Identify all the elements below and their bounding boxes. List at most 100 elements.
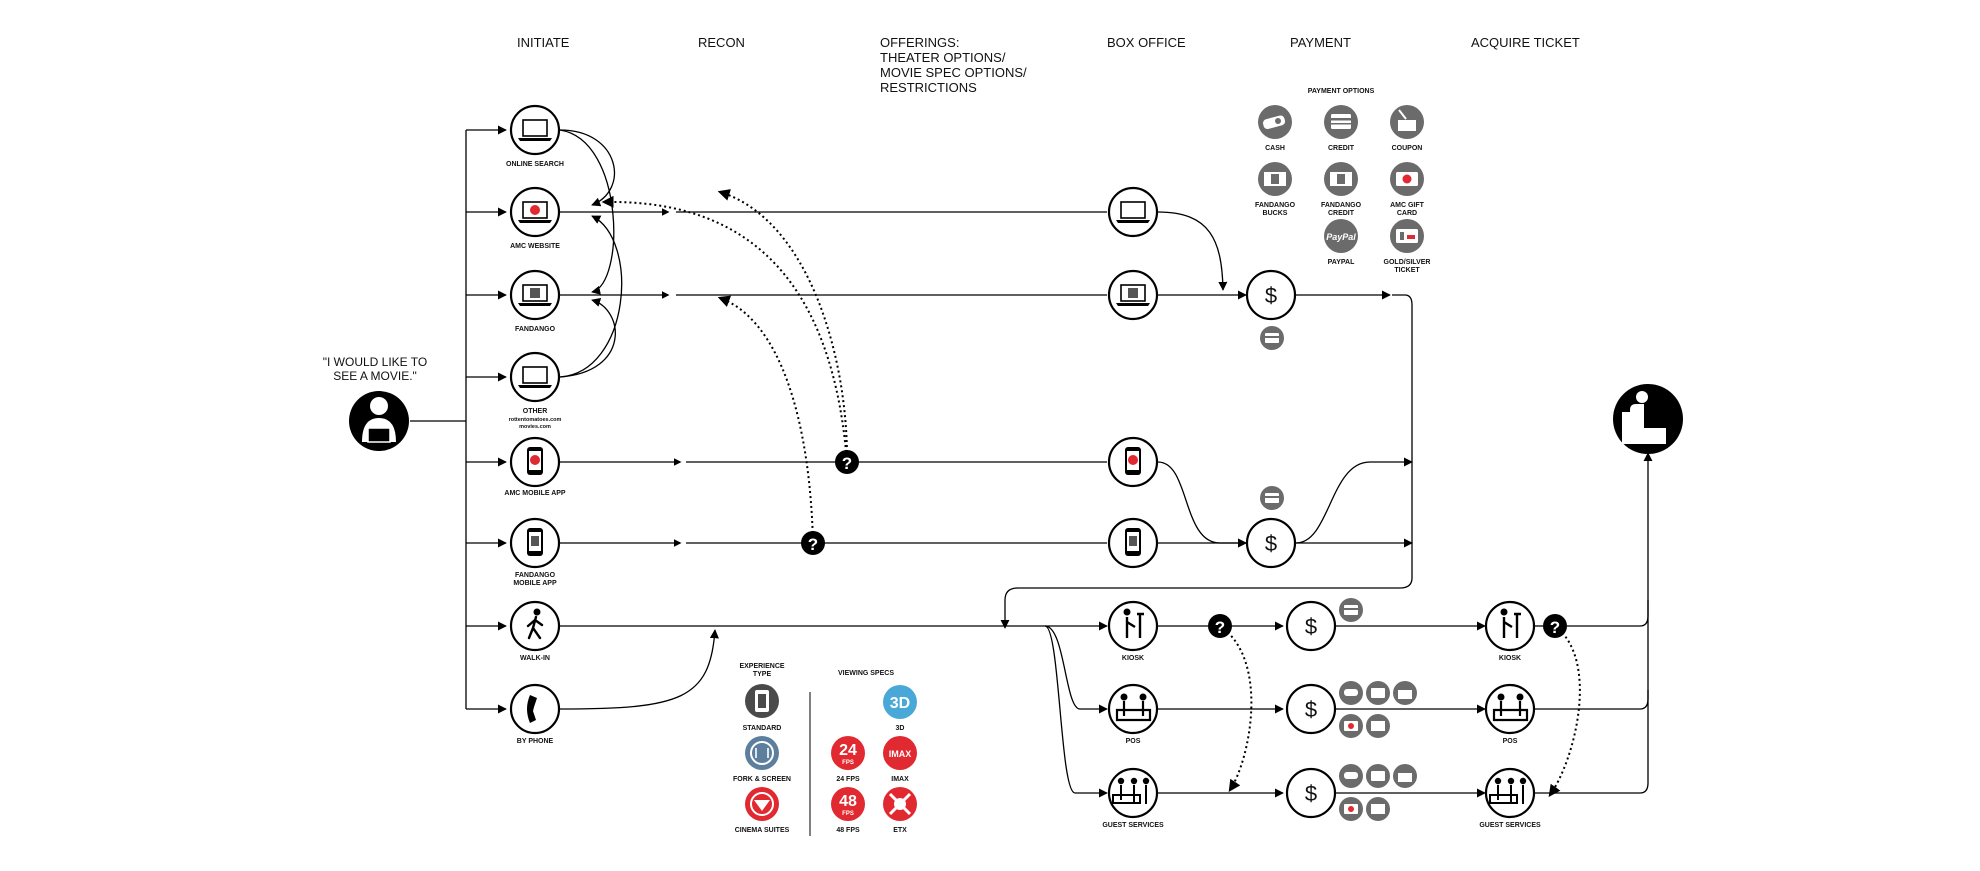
svg-text:SEE A MOVIE.": SEE A MOVIE." [333,369,417,383]
svg-text:FORK & SCREEN: FORK & SCREEN [733,776,791,783]
svg-text:TYPE: TYPE [753,671,772,678]
svg-text:?: ? [1550,618,1560,637]
question-mark-icon: ? [835,450,859,474]
svg-text:$: $ [1305,614,1317,639]
svg-text:rottentomatoes.com: rottentomatoes.com [509,417,562,423]
question-mark-icon: ? [801,531,825,555]
svg-text:48 FPS: 48 FPS [836,827,860,834]
payment-options-title: PAYMENT OPTIONS [1308,88,1375,95]
experience-standard: STANDARD [743,684,781,732]
walk-in-branches [1000,621,1284,798]
box-office-fandango-laptop [1107,269,1159,321]
payment-option-credit: CREDIT [1324,105,1358,152]
box-office-fandango-phone [1107,517,1159,569]
acquire-pos: POS [1484,683,1536,745]
quote-text: "I WOULD LIKE TO SEE A MOVIE." [323,355,428,383]
svg-text:?: ? [1215,618,1225,637]
dotted-links [601,189,1581,797]
svg-text:3D: 3D [896,725,905,732]
initiate-fandango: FANDANGO [509,269,561,333]
payment-option-fandango-bucks: FANDANGO BUCKS [1255,162,1296,217]
svg-text:$: $ [1305,697,1317,722]
person-icon [349,391,409,451]
initiate-other: OTHER rottentomatoes.com movies.com [509,351,562,430]
svg-text:IMAX: IMAX [889,749,912,759]
payment-option-fandango-credit: FANDANGO CREDIT [1321,162,1362,217]
experience-type-title: EXPERIENCE TYPE [739,663,784,678]
header-offerings: OFFERINGS: THEATER OPTIONS/ MOVIE SPEC O… [880,35,1027,95]
laptop-fandango-icon [1116,284,1150,306]
box-office-to-payment [1157,211,1247,548]
svg-text:AMC GIFT: AMC GIFT [1390,202,1425,209]
experience-fork-and-screen: FORK & SCREEN [733,736,791,783]
svg-text:FPS: FPS [842,811,854,817]
pos-counter-icon [1492,693,1529,722]
svg-text:KIOSK: KIOSK [1122,655,1144,662]
spec-3d: 3D 3D [883,685,917,732]
laptop-icon [518,366,552,388]
svg-text:FANDANGO: FANDANGO [1255,202,1296,209]
recon-flows [559,208,1107,710]
credit-card-icon [1260,326,1284,350]
credit-card-icon [1260,486,1284,510]
initiate-walk-in: WALK-IN [509,600,561,662]
spec-etx: ETX [883,787,917,834]
svg-text:"I WOULD LIKE TO: "I WOULD LIKE TO [323,355,428,369]
kiosk-icon [1500,608,1521,638]
svg-text:?: ? [842,454,852,473]
svg-text:KIOSK: KIOSK [1499,655,1521,662]
spec-imax: IMAX IMAX [883,736,917,783]
svg-text:COUPON: COUPON [1392,145,1423,152]
payment-to-acquire [1000,290,1486,798]
svg-text:3D: 3D [890,695,910,712]
walking-person-icon [526,608,544,640]
phone-fandango-icon [1125,528,1141,556]
svg-text:CINEMA SUITES: CINEMA SUITES [735,827,790,834]
guest-services-icon [1489,777,1527,804]
payment-option-coupon: COUPON [1390,105,1424,152]
svg-text:EXPERIENCE: EXPERIENCE [739,663,784,670]
header-initiate: INITIATE [517,35,570,50]
svg-text:CASH: CASH [1265,145,1285,152]
svg-text:24 FPS: 24 FPS [836,776,860,783]
payment-node: $ [1245,269,1297,321]
svg-text:THEATER OPTIONS/: THEATER OPTIONS/ [880,50,1006,65]
phone-fandango-icon [527,528,543,556]
svg-text:PAYPAL: PAYPAL [1328,259,1355,266]
initiate-by-phone: BY PHONE [509,683,561,745]
svg-text:movies.com: movies.com [519,424,551,430]
initiate-fandango-mobile-app: FANDANGO MOBILE APP [509,517,561,587]
box-office-pos: POS [1107,683,1159,745]
question-mark-icon: ? [1543,614,1567,638]
kiosk-icon [1123,608,1144,638]
acquire-kiosk: KIOSK [1484,600,1536,662]
svg-text:FANDANGO: FANDANGO [1321,202,1362,209]
svg-text:IMAX: IMAX [891,776,909,783]
initiate-amc-website: AMC WEBSITE [509,186,560,250]
phone-amc-icon [527,447,543,475]
payment-option-amc-gift-card: AMC GIFT CARD [1390,162,1425,217]
svg-text:CREDIT: CREDIT [1328,210,1355,217]
laptop-icon [518,119,552,141]
svg-text:FPS: FPS [842,760,854,766]
payment-option-paypal: PayPal PAYPAL [1324,219,1358,266]
payment-node: $ [1285,767,1337,819]
telephone-icon [527,695,537,723]
svg-text:RESTRICTIONS: RESTRICTIONS [880,80,977,95]
svg-text:FANDANGO: FANDANGO [515,572,556,579]
initiate-online-search: ONLINE SEARCH [506,104,564,168]
guest-services-icon [1112,777,1150,804]
svg-text:POS: POS [1126,738,1141,745]
svg-text:$: $ [1265,531,1277,556]
svg-text:WALK-IN: WALK-IN [520,655,550,662]
svg-text:ONLINE SEARCH: ONLINE SEARCH [506,161,564,168]
box-office-laptop [1107,186,1159,238]
header-acquire-ticket: ACQUIRE TICKET [1471,35,1580,50]
question-mark-icon: ? [1208,614,1232,638]
payment-option-cash: CASH [1258,105,1292,152]
header-payment: PAYMENT [1290,35,1351,50]
header-box-office: BOX OFFICE [1107,35,1186,50]
svg-text:$: $ [1305,781,1317,806]
svg-text:CREDIT: CREDIT [1328,145,1355,152]
svg-text:BUCKS: BUCKS [1263,210,1288,217]
